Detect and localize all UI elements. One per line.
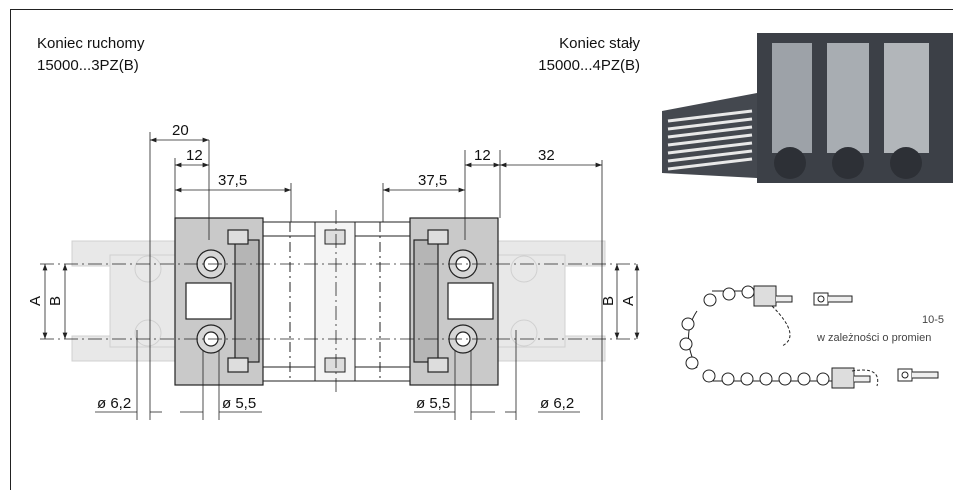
label-a-left: A <box>27 296 44 306</box>
dim-12-left: 12 <box>186 147 203 164</box>
dim-37-5-right: 37,5 <box>418 172 447 189</box>
moving-end-title: Koniec ruchomy <box>37 35 145 52</box>
dia-6-2-right: ø 6,2 <box>540 395 574 412</box>
ghost-bracket-right <box>494 240 606 362</box>
fixed-end-title: Koniec stały <box>559 35 640 52</box>
label-b-left: B <box>47 296 64 306</box>
label-a-right: A <box>620 296 637 306</box>
dim-32: 32 <box>538 147 555 164</box>
side-note-line1: 10-5 <box>922 314 944 326</box>
dimension-lines <box>42 132 640 420</box>
chain-side-view: 10-5 w zależności o promien <box>679 285 944 389</box>
dia-5-5-left: ø 5,5 <box>222 395 256 412</box>
moving-end-code: 15000...3PZ(B) <box>37 57 139 74</box>
ghost-bracket-left <box>71 240 181 362</box>
dia-6-2-left: ø 6,2 <box>97 395 131 412</box>
center-lines <box>40 210 640 395</box>
header-moving-end: Koniec ruchomy 15000...3PZ(B) <box>37 33 145 77</box>
dim-20: 20 <box>172 122 189 139</box>
left-bracket <box>174 217 264 386</box>
photo-chain <box>662 33 953 183</box>
product-photo <box>662 23 953 183</box>
header-fixed-end: Koniec stały 15000...4PZ(B) <box>440 33 640 77</box>
page-frame <box>10 9 953 490</box>
chain-links-middle <box>263 221 410 382</box>
dim-37-5-left: 37,5 <box>218 172 247 189</box>
side-note-line2: w zależności o promien <box>816 332 931 344</box>
dia-5-5-right: ø 5,5 <box>416 395 450 412</box>
dim-12-right: 12 <box>474 147 491 164</box>
technical-drawing: 20 12 37,5 37,5 12 32 A B B A ø 6,2 ø 5,… <box>27 122 640 420</box>
label-b-right: B <box>600 296 617 306</box>
fixed-end-code: 15000...4PZ(B) <box>538 57 640 74</box>
right-bracket <box>409 217 499 386</box>
